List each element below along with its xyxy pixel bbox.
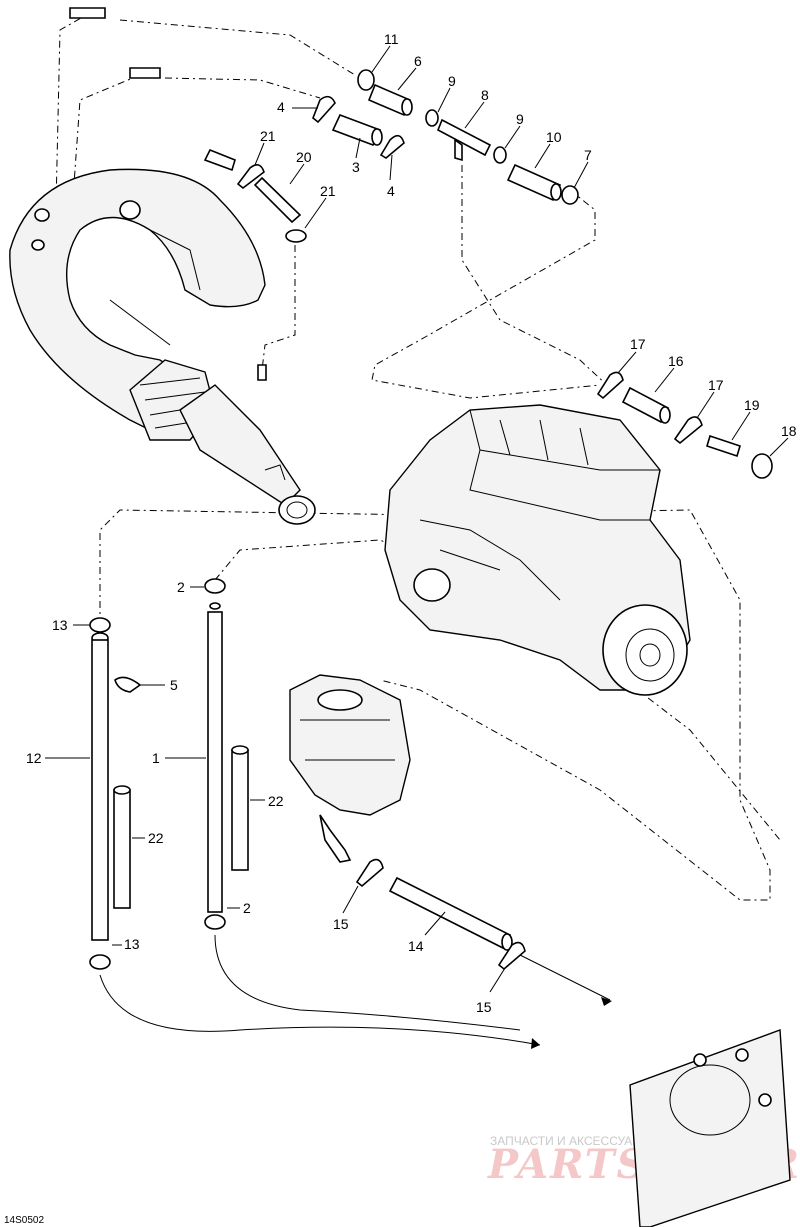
callout-13-lower: 13 xyxy=(124,936,140,952)
callout-19: 19 xyxy=(744,397,760,413)
callout-21-lower: 21 xyxy=(320,183,336,199)
clamp-2-lower xyxy=(204,914,226,930)
callout-22-right: 22 xyxy=(268,793,284,809)
callout-16: 16 xyxy=(668,353,684,369)
callout-9-left: 9 xyxy=(448,73,456,89)
hose-1 xyxy=(207,611,223,913)
clamp-13-upper xyxy=(89,617,111,633)
fitting-19 xyxy=(706,434,741,458)
callout-2-upper: 2 xyxy=(177,579,185,595)
hose-6 xyxy=(367,83,412,117)
clamp-4-upper xyxy=(312,95,336,124)
clamp-13-lower xyxy=(89,954,111,970)
part-callouts: 11 6 9 8 4 3 9 10 7 21 20 4 21 17 16 17 … xyxy=(26,31,797,1015)
hose-22-left xyxy=(113,789,131,909)
jet-pump-housing xyxy=(289,674,411,863)
callout-8: 8 xyxy=(481,87,489,103)
hose-12 xyxy=(91,639,109,941)
callout-5: 5 xyxy=(170,677,178,693)
clamp-15-lower xyxy=(497,941,526,971)
callout-17-right: 17 xyxy=(708,377,724,393)
plug-18 xyxy=(751,453,773,479)
clamp-15-upper xyxy=(355,858,384,888)
hose-20 xyxy=(253,176,302,224)
callout-10: 10 xyxy=(546,129,562,145)
clamp-21-upper xyxy=(236,164,265,190)
clamp-11 xyxy=(357,69,375,91)
callout-14: 14 xyxy=(408,938,424,954)
callout-9-right: 9 xyxy=(516,111,524,127)
clamp-17-left xyxy=(596,371,624,400)
callout-4-lower: 4 xyxy=(387,183,395,199)
right-hose-assembly xyxy=(596,371,773,479)
callout-22-left: 22 xyxy=(148,830,164,846)
clamp-21-lower xyxy=(285,229,307,243)
leader-lines xyxy=(45,45,789,993)
hose-16 xyxy=(621,386,670,424)
callout-21-upper: 21 xyxy=(260,128,276,144)
callout-11: 11 xyxy=(384,31,399,47)
figure-code: 14S0502 xyxy=(4,1215,44,1226)
clamp-5 xyxy=(114,676,142,693)
callout-13-upper: 13 xyxy=(52,617,68,633)
clamp-17-right xyxy=(673,416,703,445)
hose-3 xyxy=(331,113,382,147)
clamp-4-lower xyxy=(379,134,405,159)
tee-fitting-8 xyxy=(436,118,492,157)
callout-15-upper: 15 xyxy=(333,916,349,932)
callout-20: 20 xyxy=(296,149,312,165)
lower-hose-assembly xyxy=(89,578,526,971)
callout-2-lower: 2 xyxy=(243,900,251,916)
top-hose-assembly xyxy=(69,7,579,381)
callout-17-left: 17 xyxy=(630,336,646,352)
callout-12: 12 xyxy=(26,750,42,766)
ring-9-left xyxy=(425,109,439,127)
clamp-7 xyxy=(561,185,579,205)
hose-10 xyxy=(506,163,562,202)
callout-1: 1 xyxy=(152,750,160,766)
tuned-exhaust-pipe xyxy=(9,168,316,525)
clamp-2-upper xyxy=(204,578,226,594)
ride-plate xyxy=(629,1029,791,1227)
callout-15-lower: 15 xyxy=(476,999,492,1015)
callout-7: 7 xyxy=(584,147,592,163)
callout-18: 18 xyxy=(781,423,797,439)
hose-22-right xyxy=(231,749,249,871)
engine-block xyxy=(384,404,691,696)
callout-3: 3 xyxy=(352,159,360,175)
callout-6: 6 xyxy=(414,53,422,69)
callout-4-upper: 4 xyxy=(277,99,285,115)
ring-9-right xyxy=(493,146,507,164)
